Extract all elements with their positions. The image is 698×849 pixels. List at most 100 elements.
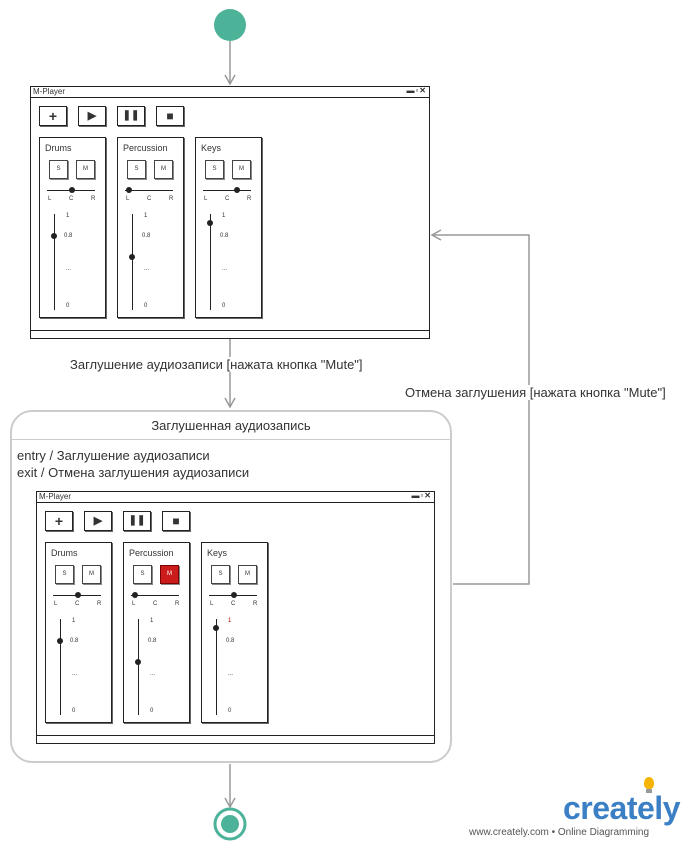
add-button[interactable]: + [39,106,67,126]
volume-label: 0.8 [220,233,229,239]
mute-button[interactable]: M [232,160,251,179]
play-button[interactable]: ▶ [78,106,106,126]
mute-button[interactable]: M [238,565,257,584]
pan-label-l: L [210,601,214,607]
volume-knob[interactable] [129,254,135,260]
volume-label: 0 [72,708,76,714]
volume-label: ... [150,671,156,677]
channel-name: Percussion [123,143,168,153]
volume-knob[interactable] [213,625,219,631]
volume-slider[interactable] [210,214,211,310]
volume-label: 0 [144,303,148,309]
final-node-ring [213,807,247,841]
pan-label-c: C [147,196,152,202]
pan-knob[interactable] [126,187,132,193]
mute-button[interactable]: M [76,160,95,179]
lightbulb-icon [644,777,654,789]
volume-knob[interactable] [51,233,57,239]
volume-label: 0.8 [148,638,157,644]
mute-button-active[interactable]: M [160,565,179,584]
transition-label-unmute: Отмена заглушения [нажата кнопка "Mute"] [405,385,666,400]
add-button[interactable]: + [45,511,73,531]
volume-label: 1 [150,618,154,624]
volume-label: ... [222,266,228,272]
window-controls[interactable]: ▬▫✕ [406,86,427,95]
window-title: M-Player [39,492,72,501]
pan-slider[interactable] [203,190,251,191]
volume-label: ... [72,671,78,677]
volume-knob[interactable] [207,220,213,226]
solo-button[interactable]: S [127,160,146,179]
pan-label-r: R [169,196,174,202]
solo-button[interactable]: S [211,565,230,584]
volume-slider[interactable] [138,619,139,715]
muted-state: Заглушенная аудиозапись entry / Заглушен… [10,410,452,763]
mute-button[interactable]: M [154,160,173,179]
pan-label-c: C [69,196,74,202]
state-entry-action: entry / Заглушение аудиозаписи [17,448,210,463]
pan-label-r: R [253,601,258,607]
solo-button[interactable]: S [133,565,152,584]
channel-keys: Keys S M L C R 1 0.8 ... 0 [195,137,262,318]
status-bar [31,330,429,331]
arrow-unmute [430,229,530,585]
player-window-top: M-Player ▬▫✕ + ▶ ❚❚ ■ Drums S M L C R 1 … [30,86,430,339]
stop-button[interactable]: ■ [156,106,184,126]
volume-label: 1 [222,213,226,219]
mute-button[interactable]: M [82,565,101,584]
pan-slider[interactable] [125,190,173,191]
volume-knob[interactable] [135,659,141,665]
status-bar [37,735,434,736]
pause-button[interactable]: ❚❚ [123,511,151,531]
volume-knob[interactable] [57,638,63,644]
volume-label: 0 [228,708,232,714]
pan-slider[interactable] [131,595,179,596]
pan-label-c: C [231,601,236,607]
pan-label-r: R [97,601,102,607]
pan-label-l: L [54,601,58,607]
pan-label-l: L [132,601,136,607]
pan-knob[interactable] [75,592,81,598]
volume-slider[interactable] [216,619,217,715]
pan-knob[interactable] [69,187,75,193]
final-node-core [221,815,239,833]
volume-label: 0.8 [70,638,79,644]
volume-slider[interactable] [132,214,133,310]
volume-label: ... [144,266,150,272]
state-title: Заглушенная аудиозапись [151,418,311,433]
solo-button[interactable]: S [49,160,68,179]
volume-slider[interactable] [60,619,61,715]
channel-name: Keys [207,548,228,558]
pan-knob[interactable] [231,592,237,598]
pause-button[interactable]: ❚❚ [117,106,145,126]
lightbulb-base-icon [646,789,652,793]
channel-name: Drums [51,548,78,558]
stop-button[interactable]: ■ [162,511,190,531]
pan-label-l: L [126,196,130,202]
footer-text: www.creately.com • Online Diagramming [469,827,650,838]
play-button[interactable]: ▶ [84,511,112,531]
volume-label: 0.8 [64,233,73,239]
channel-name: Keys [201,143,222,153]
pan-label-c: C [75,601,80,607]
volume-slider[interactable] [54,214,55,310]
window-controls[interactable]: ▬▫✕ [411,491,432,500]
volume-label: 0 [150,708,154,714]
pan-label-r: R [247,196,252,202]
solo-button[interactable]: S [55,565,74,584]
pan-label-c: C [225,196,230,202]
initial-node [214,9,246,41]
player-window-bottom: M-Player ▬▫✕ + ▶ ❚❚ ■ Drums S M L C R 1 … [36,491,435,744]
pan-knob[interactable] [132,592,138,598]
channel-keys: Keys S M L C R 1 0.8 ... 0 [201,542,268,723]
pan-label-r: R [175,601,180,607]
solo-button[interactable]: S [205,160,224,179]
volume-label: 1 [228,618,232,624]
channel-drums: Drums S M L C R 1 0.8 ... 0 [45,542,112,723]
transition-label-mute: Заглушение аудиозаписи [нажата кнопка "M… [70,357,363,372]
creately-logo: creately [563,790,680,826]
pan-knob[interactable] [234,187,240,193]
pan-label-r: R [91,196,96,202]
window-title: M-Player [33,87,66,96]
